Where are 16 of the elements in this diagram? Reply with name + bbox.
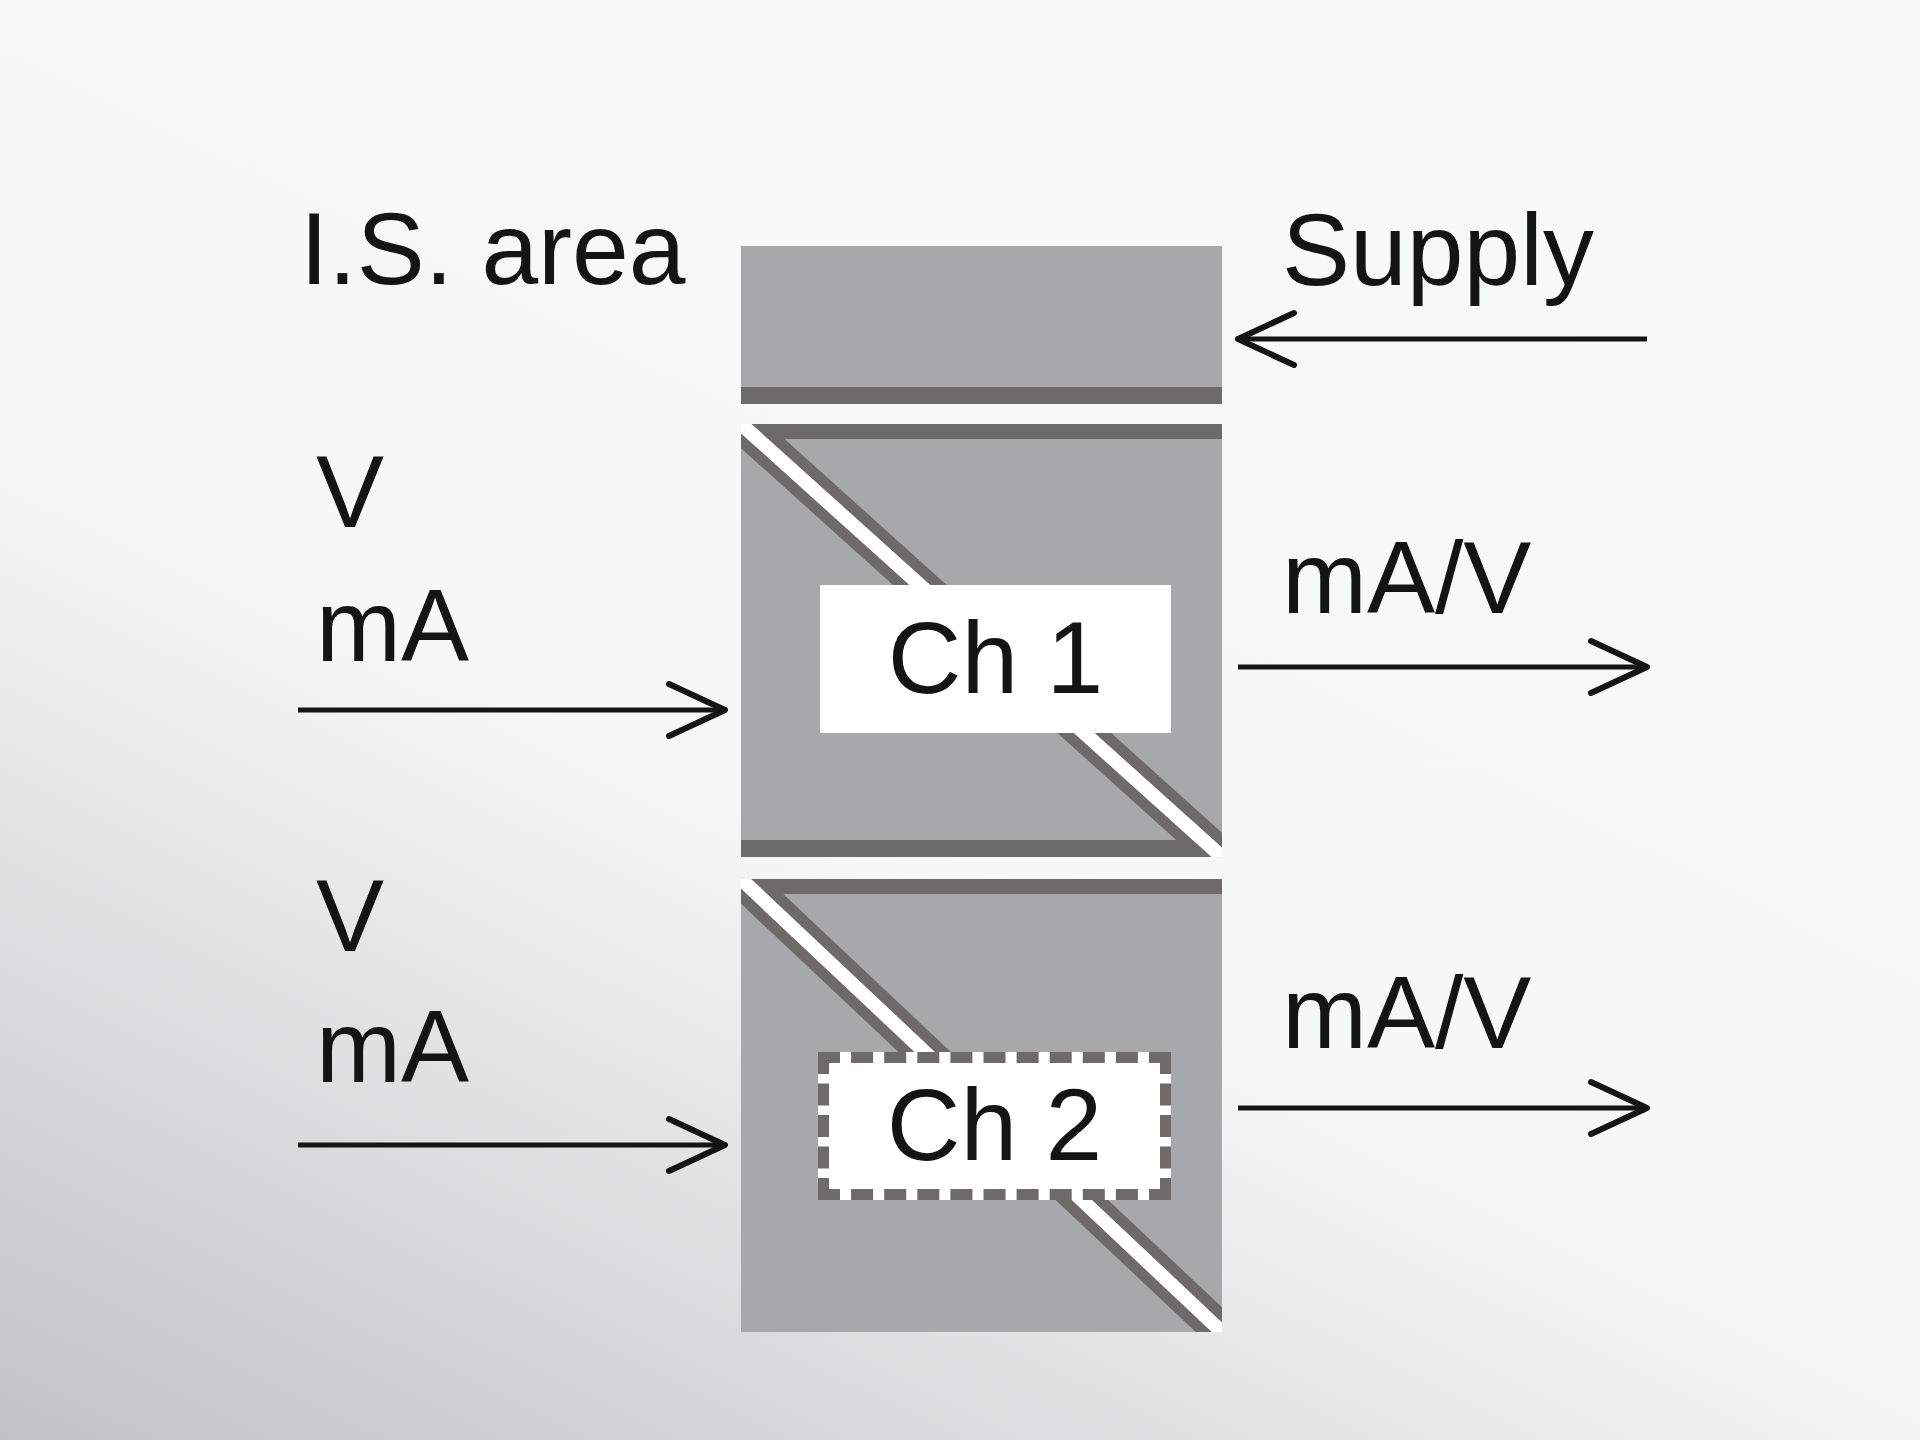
area-label: I.S. area <box>300 191 686 308</box>
channel-label: Ch 2 <box>818 1052 1171 1200</box>
isolator-module <box>741 879 1222 1332</box>
isolator-module <box>741 424 1222 857</box>
edge-label: V mA <box>316 434 469 685</box>
arrow <box>1238 1079 1650 1137</box>
edge-label: V mA <box>316 858 469 1106</box>
edge-label: mA/V <box>1282 520 1532 637</box>
edge-label: mA/V <box>1282 955 1532 1072</box>
arrow <box>1238 638 1650 696</box>
channel-label: Ch 1 <box>820 585 1171 733</box>
power-module <box>741 246 1222 404</box>
edge-label: Supply <box>1282 192 1594 309</box>
arrow <box>298 681 728 739</box>
arrow <box>1235 310 1647 368</box>
arrow <box>298 1116 728 1174</box>
